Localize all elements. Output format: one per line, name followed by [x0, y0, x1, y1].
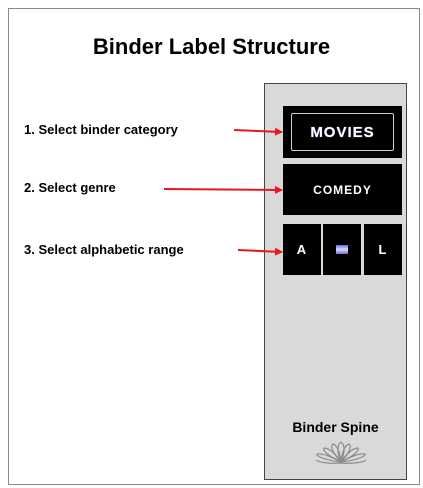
- diagram-title: Binder Label Structure: [92, 34, 331, 59]
- genre-block: COMEDY: [283, 164, 402, 215]
- category-label: MOVIES: [291, 113, 394, 151]
- range-start-block: A: [283, 224, 321, 275]
- step-2-label: 2. Select genre: [24, 180, 116, 195]
- category-block: MOVIES: [283, 106, 402, 158]
- spine-caption: Binder Spine: [292, 419, 379, 435]
- flower-logo-icon: [315, 441, 367, 464]
- step-1-label: 1. Select binder category: [24, 122, 178, 137]
- step-3-label: 3. Select alphabetic range: [24, 242, 184, 257]
- range-dash-icon: [336, 245, 348, 254]
- range-end-block: L: [364, 224, 402, 275]
- step-3-arrow: [237, 247, 283, 256]
- step-2-arrow: [163, 185, 283, 194]
- range-separator-block: [323, 224, 361, 275]
- step-1-arrow: [233, 127, 283, 136]
